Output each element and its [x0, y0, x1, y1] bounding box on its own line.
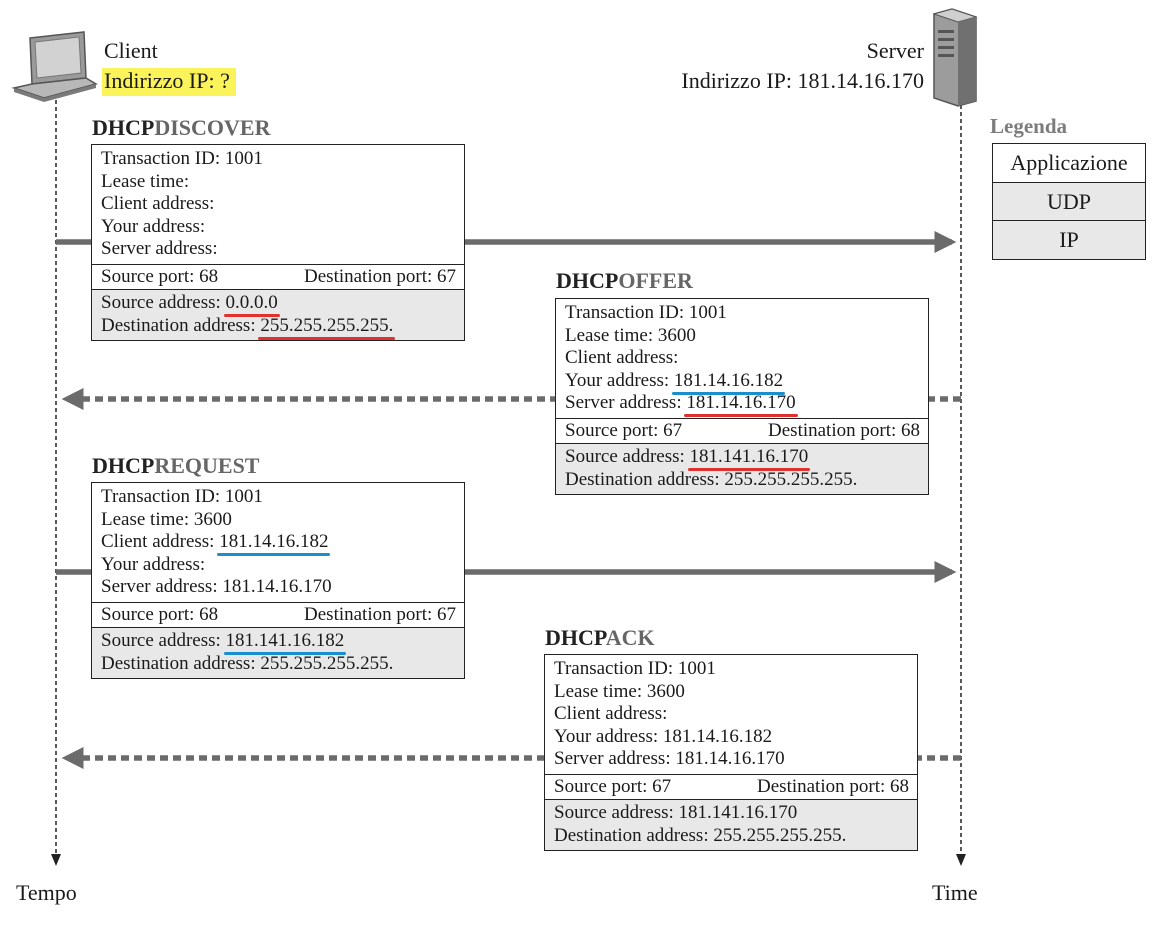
- discover-server-address: Server address:: [101, 238, 218, 259]
- legend-row-application: Applicazione: [993, 144, 1145, 182]
- legend-row-udp: UDP: [993, 181, 1145, 221]
- discover-source-address: Source address: 0.0.0.0: [101, 292, 278, 313]
- ack-source-address: Source address: 181.141.16.170: [554, 802, 798, 823]
- offer-udp-layer: Source port: 67 Destination port: 68: [556, 417, 928, 444]
- ack-source-port: Source port: 67: [554, 775, 672, 797]
- request-your-address: Your address:: [101, 553, 206, 575]
- legend-title: Legenda: [990, 114, 1068, 138]
- offer-destination-port: Destination port: 68: [768, 419, 920, 441]
- laptop-icon: [11, 31, 98, 102]
- ack-destination-port: Destination port: 68: [757, 775, 909, 797]
- offer-server-address-value: 181.14.16.170: [686, 392, 796, 413]
- offer-destination-address: Destination address: 255.255.255.255.: [565, 468, 858, 490]
- offer-transaction-id: Transaction ID: 1001: [565, 302, 727, 323]
- offer-title: DHCPOFFER: [556, 268, 693, 293]
- offer-source-address-value: 181.141.16.170: [689, 446, 809, 467]
- ack-your-address: Your address: 181.14.16.182: [554, 725, 773, 747]
- discover-transaction-id: Transaction ID: 1001: [101, 148, 263, 169]
- client-label: Client: [104, 38, 158, 63]
- offer-source-address: Source address: 181.141.16.170: [565, 446, 809, 467]
- legend: Applicazione UDP IP: [992, 143, 1146, 261]
- request-client-address: Client address: 181.14.16.182: [101, 531, 329, 552]
- time-label: Time: [932, 880, 978, 905]
- offer-message: Transaction ID: 1001 Lease time: 3600 Cl…: [555, 298, 929, 495]
- offer-client-address: Client address:: [565, 347, 679, 368]
- request-destination-port: Destination port: 67: [304, 603, 456, 625]
- discover-title: DHCPDISCOVER: [92, 115, 271, 140]
- offer-source-port: Source port: 67: [565, 419, 683, 441]
- discover-source-address-value: 0.0.0.0: [225, 292, 278, 313]
- ack-lease-time: Lease time: 3600: [554, 680, 685, 702]
- discover-message: Transaction ID: 1001 Lease time: Client …: [91, 144, 465, 341]
- ack-server-address: Server address: 181.14.16.170: [554, 748, 785, 769]
- ack-ip-layer: Source address: 181.141.16.170 Destinati…: [545, 799, 917, 850]
- discover-destination-address-value: 255.255.255.255.: [260, 314, 394, 336]
- client-ip-label: Indirizzo IP: ?: [102, 68, 236, 96]
- discover-destination-port: Destination port: 67: [304, 265, 456, 287]
- offer-lease-time: Lease time: 3600: [565, 324, 696, 346]
- request-udp-layer: Source port: 68 Destination port: 67: [92, 601, 464, 628]
- client-ip-highlight: Indirizzo IP: ?: [102, 68, 236, 96]
- request-message: Transaction ID: 1001 Lease time: 3600 Cl…: [91, 482, 465, 679]
- offer-server-address: Server address: 181.14.16.170: [565, 392, 796, 413]
- discover-source-port: Source port: 68: [101, 265, 219, 287]
- discover-app-layer: Transaction ID: 1001 Lease time: Client …: [92, 145, 464, 264]
- request-server-address: Server address: 181.14.16.170: [101, 576, 332, 597]
- request-app-layer: Transaction ID: 1001 Lease time: 3600 Cl…: [92, 483, 464, 602]
- request-lease-time: Lease time: 3600: [101, 508, 232, 530]
- server-label: Server: [866, 38, 924, 63]
- discover-destination-address: Destination address: 255.255.255.255.: [101, 314, 394, 336]
- request-title: DHCPREQUEST: [92, 453, 260, 478]
- ack-title: DHCPACK: [545, 625, 655, 650]
- ack-message: Transaction ID: 1001 Lease time: 3600 Cl…: [544, 654, 918, 851]
- server-tower-icon: [932, 8, 978, 107]
- request-client-address-value: 181.14.16.182: [219, 531, 329, 552]
- request-source-address: Source address: 181.141.16.182: [101, 630, 345, 651]
- discover-udp-layer: Source port: 68 Destination port: 67: [92, 263, 464, 290]
- legend-row-ip: IP: [993, 220, 1145, 260]
- offer-your-address-value: 181.14.16.182: [673, 369, 784, 391]
- ack-client-address: Client address:: [554, 703, 668, 724]
- request-ip-layer: Source address: 181.141.16.182 Destinati…: [92, 627, 464, 678]
- discover-lease-time: Lease time:: [101, 170, 190, 192]
- offer-your-address: Your address: 181.14.16.182: [565, 369, 784, 391]
- request-source-address-value: 181.141.16.182: [225, 630, 345, 651]
- request-transaction-id: Transaction ID: 1001: [101, 486, 263, 507]
- ack-transaction-id: Transaction ID: 1001: [554, 658, 716, 679]
- request-source-port: Source port: 68: [101, 603, 219, 625]
- offer-app-layer: Transaction ID: 1001 Lease time: 3600 Cl…: [556, 299, 928, 418]
- ack-app-layer: Transaction ID: 1001 Lease time: 3600 Cl…: [545, 655, 917, 774]
- server-timeline-arrowhead: [956, 854, 966, 866]
- discover-ip-layer: Source address: 0.0.0.0 Destination addr…: [92, 289, 464, 340]
- ack-udp-layer: Source port: 67 Destination port: 68: [545, 773, 917, 800]
- offer-ip-layer: Source address: 181.141.16.170 Destinati…: [556, 443, 928, 494]
- tempo-label: Tempo: [16, 880, 77, 905]
- server-ip-label: Indirizzo IP: 181.14.16.170: [681, 68, 924, 93]
- ack-destination-address: Destination address: 255.255.255.255.: [554, 824, 847, 846]
- discover-your-address: Your address:: [101, 215, 206, 237]
- request-destination-address: Destination address: 255.255.255.255.: [101, 652, 394, 674]
- client-timeline-arrowhead: [51, 854, 61, 866]
- discover-client-address: Client address:: [101, 193, 215, 214]
